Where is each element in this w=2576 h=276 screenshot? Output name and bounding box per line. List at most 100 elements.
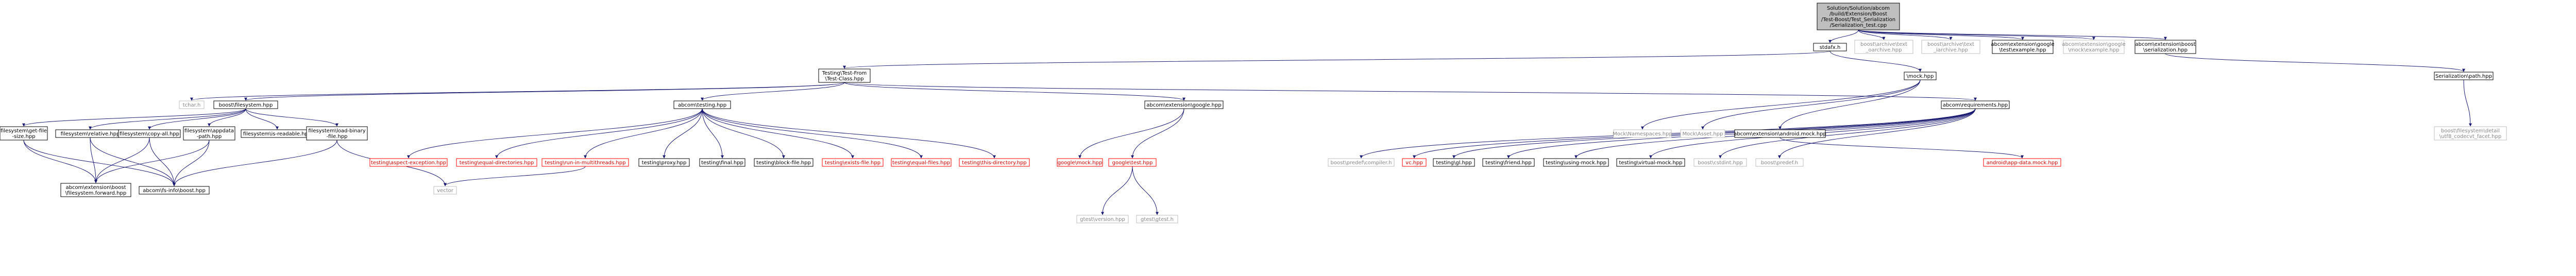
graph-node-abcom-requirements[interactable]: abcom\requirements.hpp [1941, 100, 2010, 109]
graph-node-fs-load-binary[interactable]: filesystem\load-binary-file.hpp [306, 126, 368, 141]
node-label-line: filesystem\appdata [184, 128, 234, 134]
graph-node-serialization-path[interactable]: Serialization\path.hpp [2434, 72, 2494, 80]
edge-root-to-boost-archive-text-iarchive [1858, 29, 1953, 40]
edge-serialization-path-to-boost-filesystem-detail-utf8 [2463, 79, 2472, 127]
node-box [1328, 158, 1395, 167]
graph-node-t-equal-directories[interactable]: testing\equal-directories.hpp [456, 158, 537, 167]
graph-node-abcom-ext-boost-serialization[interactable]: abcom\extension\boost\serialization.hpp [2134, 40, 2196, 54]
node-box [139, 186, 210, 195]
graph-node-fs-copy-all[interactable]: filesystem\copy-all.hpp [118, 129, 181, 138]
graph-node-t-equal-files[interactable]: testing\equal-files.hpp [891, 158, 952, 167]
graph-node-vector: vector [433, 186, 457, 195]
node-box [891, 158, 952, 167]
node-box [118, 129, 181, 138]
graph-node-t-aspect-exception[interactable]: testing\aspect-exception.hpp [369, 158, 448, 167]
node-box [1693, 158, 1747, 167]
graph-node-abcom-testing[interactable]: abcom\testing.hpp [673, 100, 731, 109]
graph-node-abcom-ext-google[interactable]: abcom\extension\google.hpp [1144, 100, 1224, 109]
graph-node-stdafx[interactable]: stdafx.h [1813, 43, 1847, 51]
graph-node-abcom-fs-info-boost[interactable]: abcom\fs-info\boost.hpp [139, 186, 210, 195]
graph-node-abcom-ext-boost-fs-forward[interactable]: abcom\extension\boost\filesystem.forward… [60, 183, 131, 197]
edge-mock-hpp-to-mock-asset [1701, 79, 1921, 130]
edge-abcom-requirements-to-boost-predef [1778, 108, 1976, 159]
node-label-line: abcom\testing.hpp [678, 102, 726, 108]
graph-node-testing-test-from[interactable]: Testing\Test-From\Test-Class.hpp [818, 68, 871, 83]
node-box [1734, 129, 1826, 138]
edges-layer [22, 29, 2472, 215]
node-label-line: google\mock.hpp [1058, 160, 1103, 166]
edge-fs-appdata-path-to-abcom-fs-info-boost [173, 140, 210, 186]
graph-node-vc-hpp[interactable]: vc.hpp [1402, 158, 1427, 167]
edge-abcom-requirements-to-boost-cstdint [1719, 108, 1976, 159]
edge-testing-test-from-to-boost-filesystem [244, 82, 845, 101]
graph-edge [1828, 29, 1859, 43]
graph-node-root[interactable]: Solution/Solution/abcom/build/Extension/… [1817, 3, 1900, 30]
node-box [1433, 158, 1475, 167]
graph-node-boost-filesystem[interactable]: boost\filesystem.hpp [213, 100, 278, 109]
node-label-line: filesystem\is-readable.hpp [243, 131, 312, 137]
node-label-line: \mock.hpp [1907, 74, 1934, 79]
node-box [2434, 72, 2494, 80]
graph-node-t-proxy[interactable]: testing\proxy.hpp [638, 158, 690, 167]
node-label-line: Serialization\path.hpp [2435, 74, 2492, 79]
graph-node-boost-predef-compiler: boost\predef\compiler.h [1328, 158, 1395, 167]
edge-boost-filesystem-to-fs-load-binary [245, 108, 338, 127]
graph-node-testing-virtual-mock[interactable]: testing\virtual-mock.hpp [1616, 158, 1685, 167]
graph-edge [844, 82, 1977, 101]
node-box [2063, 40, 2125, 54]
edge-abcom-testing-to-t-this-directory [702, 108, 996, 159]
node-label-line: Mock\Namespaces.hpp [1613, 131, 1672, 137]
graph-edge [1641, 79, 1921, 130]
graph-node-fs-appdata-path[interactable]: filesystem\appdata-path.hpp [183, 126, 235, 141]
graph-node-abcom-ext-google-testexample[interactable]: abcom\extension\google\test\example.hpp [1991, 40, 2055, 54]
graph-node-t-final[interactable]: testing\final.hpp [699, 158, 745, 167]
edge-abcom-ext-boost-serialization-to-serialization-path [2165, 53, 2465, 72]
edge-t-run-in-multithreads-to-vector [444, 166, 586, 186]
edge-abcom-testing-to-t-run-in-multithreads [584, 108, 703, 159]
graph-node-google-mock[interactable]: google\mock.hpp [1057, 158, 1103, 167]
node-label-line: \filesystem.forward.hpp [65, 191, 126, 196]
node-box [822, 158, 884, 167]
node-label-line: vc.hpp [1405, 160, 1423, 166]
graph-node-fs-get-file-size[interactable]: filesystem\get-file-size.hpp [0, 126, 48, 141]
node-label-line: filesystem\get-file [1, 128, 47, 134]
node-label-line: google\test.hpp [1112, 160, 1153, 166]
node-label-line: _iarchive.hpp [1933, 47, 1968, 53]
graph-edge [444, 166, 586, 186]
graph-node-t-run-in-multithreads[interactable]: testing\run-in-multithreads.hpp [541, 158, 629, 167]
edge-fs-relative-to-abcom-ext-boost-fs-forward [90, 137, 97, 183]
node-box [1482, 158, 1535, 167]
graph-node-t-block-file[interactable]: testing\block-file.hpp [754, 158, 814, 167]
node-box [1904, 72, 1937, 80]
graph-node-gtest-gtest: gtest\gtest.h [1136, 215, 1178, 223]
graph-node-testing-gl[interactable]: testing\gl.hpp [1433, 158, 1475, 167]
node-label-line: testing\this-directory.hpp [962, 160, 1026, 166]
graph-edge [844, 82, 1185, 101]
node-label-line: \serialization.hpp [2143, 47, 2188, 53]
graph-node-testing-using-mock[interactable]: testing\using-mock.hpp [1543, 158, 1609, 167]
graph-node-mock-hpp[interactable]: \mock.hpp [1904, 72, 1937, 80]
graph-node-fs-relative[interactable]: filesystem\relative.hpp [55, 129, 125, 138]
node-box [1402, 158, 1427, 167]
node-box [638, 158, 690, 167]
graph-node-google-test[interactable]: google\test.hpp [1108, 158, 1157, 167]
graph-node-gtest-version: gtest\version.hpp [1076, 215, 1129, 223]
node-label-line: filesystem\load-binary [308, 128, 365, 134]
graph-node-boost-cstdint: boost\cstdint.hpp [1693, 158, 1747, 167]
graph-node-abcom-ext-google-mockexample: abcom\extension\google\mock\example.hpp [2062, 40, 2126, 54]
edge-boost-filesystem-to-fs-copy-all [148, 108, 246, 130]
graph-node-fs-is-readable[interactable]: filesystem\is-readable.hpp [241, 129, 314, 138]
node-label-line: \mock\example.hpp [2068, 47, 2119, 53]
graph-edge [1858, 29, 2167, 40]
node-box [959, 158, 1030, 167]
graph-edge [173, 140, 210, 186]
edge-stdafx-to-testing-test-from [843, 50, 1831, 69]
graph-node-t-exists-file[interactable]: testing\exists-file.hpp [822, 158, 884, 167]
graph-node-android-app-data-mock[interactable]: android\app-data.mock.hpp [1983, 158, 2061, 167]
graph-node-testing-friend[interactable]: testing\friend.hpp [1482, 158, 1535, 167]
graph-node-tchar: tchar.h [179, 100, 205, 109]
graph-node-t-this-directory[interactable]: testing\this-directory.hpp [959, 158, 1030, 167]
graph-node-abcom-ext-android-mock[interactable]: abcom\extension\android.mock.hpp [1734, 129, 1826, 138]
edge-abcom-testing-to-t-exists-file [702, 108, 854, 159]
node-box [306, 126, 368, 141]
